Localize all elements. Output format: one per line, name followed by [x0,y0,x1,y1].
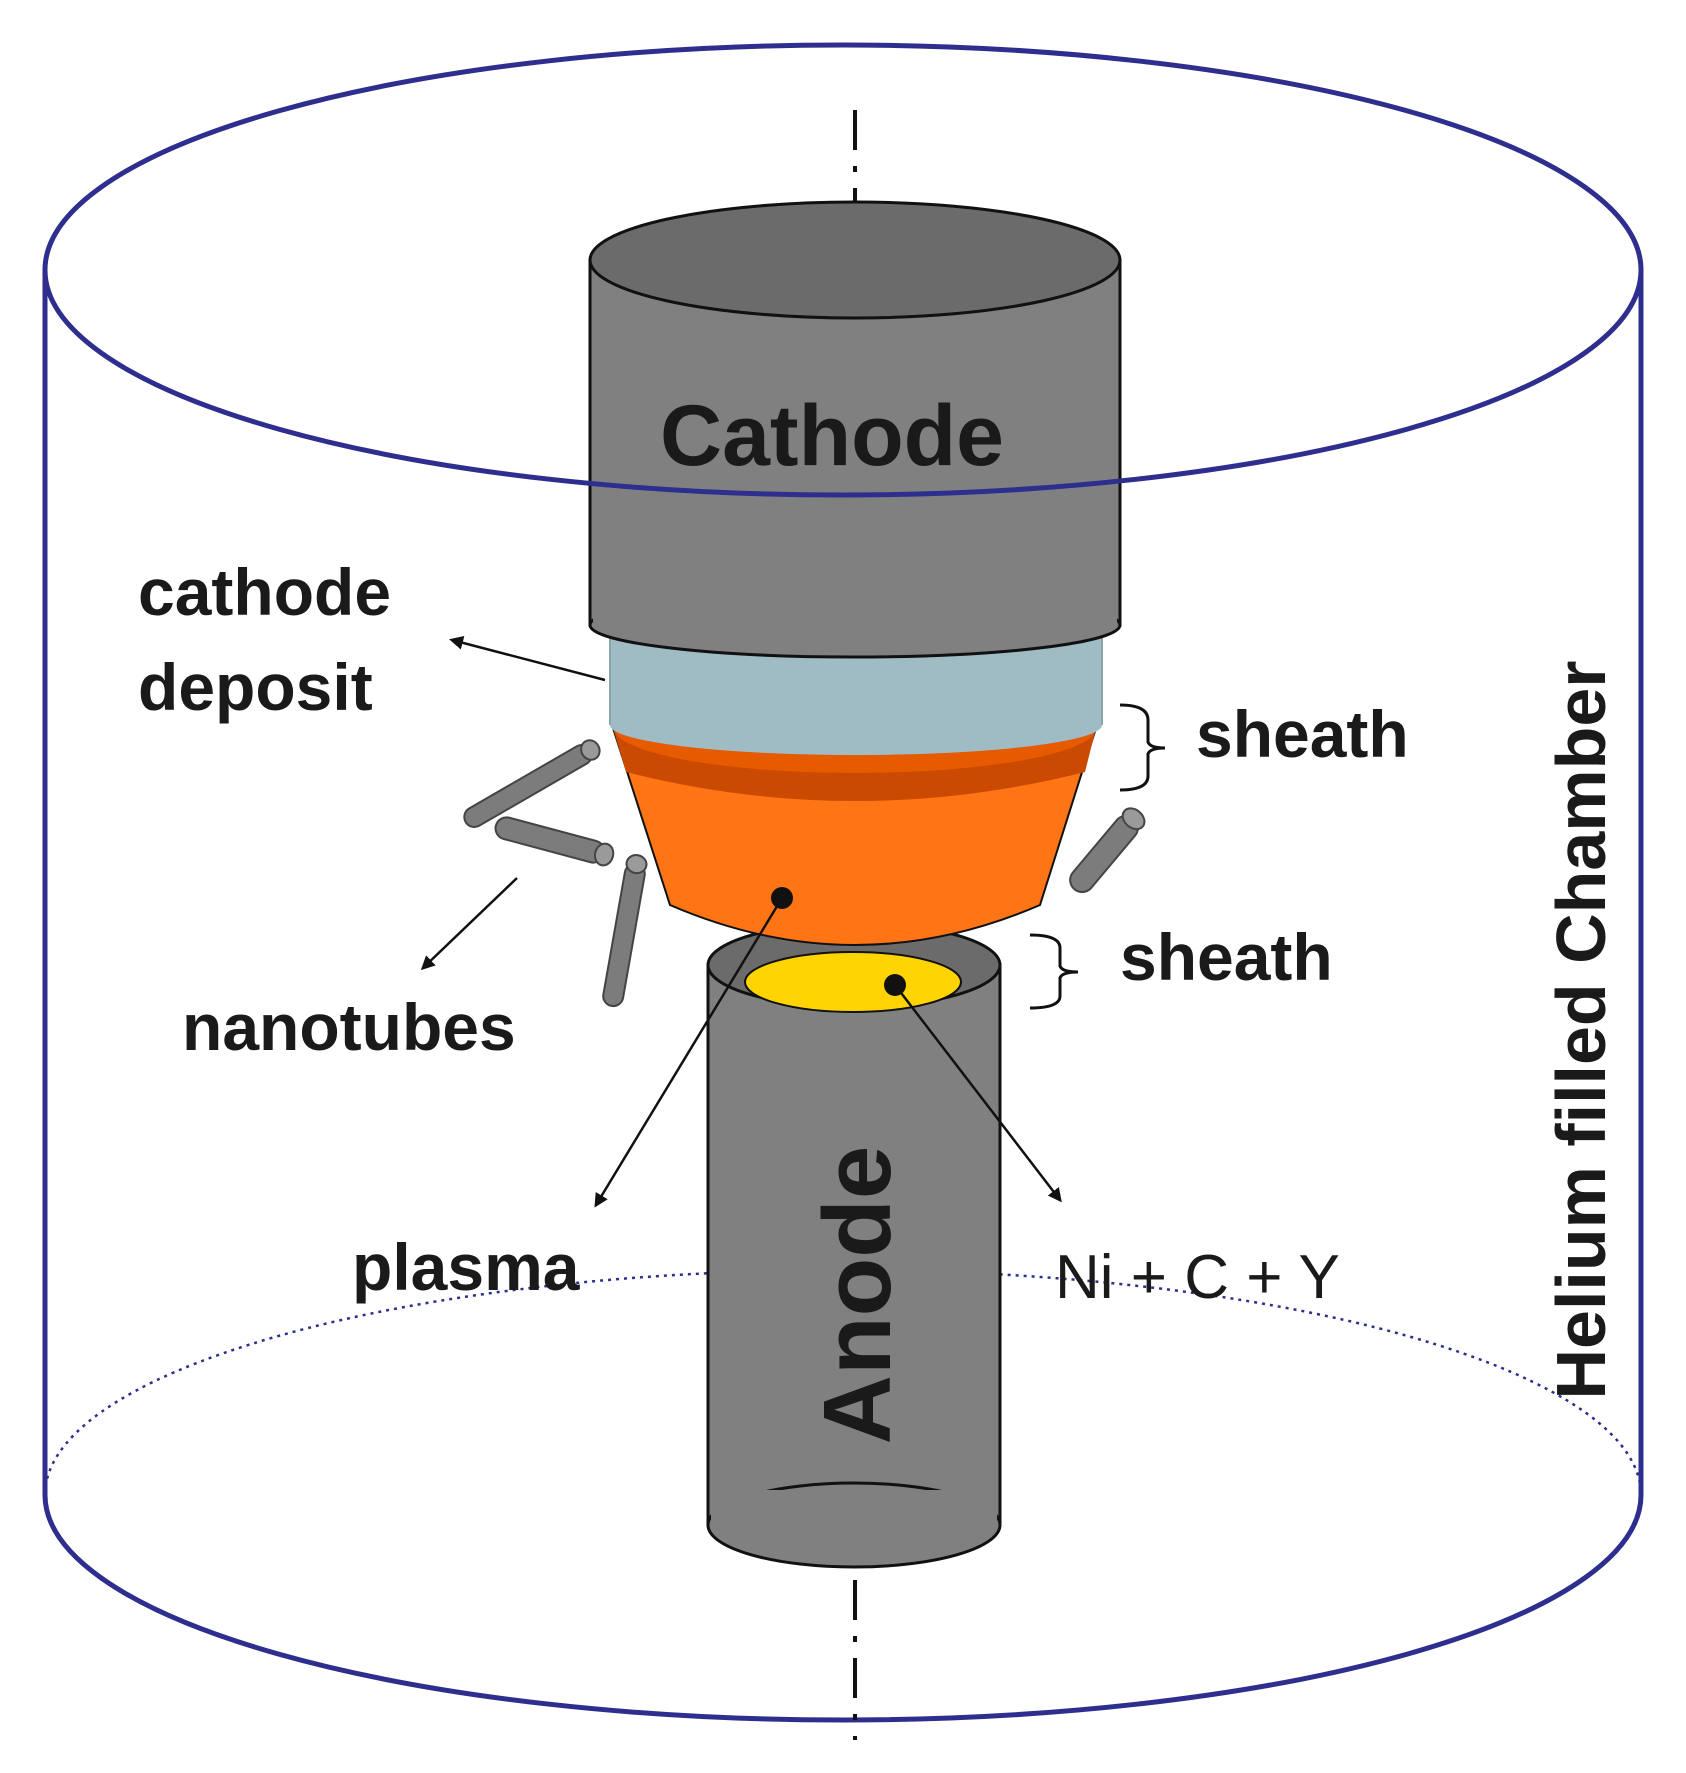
anode-material-label: Ni + C + Y [1055,1243,1340,1312]
chamber-top [42,42,1644,498]
cathode-deposit-label-line2: deposit [138,650,373,724]
nanotubes-label: nanotubes [182,990,516,1064]
plasma-arrow [594,897,784,1208]
nanotube [494,816,615,867]
anode-label: Anode [804,1146,911,1445]
cathode-top [588,200,1122,320]
chamber-bottom-front [42,1494,1644,1723]
nanotubes-group [463,739,1146,1008]
nanotube [463,739,601,828]
cathode-deposit-arrow [449,636,606,682]
sheath-upper-label: sheath [1196,697,1409,771]
cathode-deposit-label-line1: cathode [138,555,391,629]
sheath-lower-label: sheath [1120,920,1333,994]
cathode: Cathode [588,200,1122,659]
sheath-upper-bracket [1119,703,1166,792]
anode-spot [744,951,962,1013]
sheath-lower-bracket [1029,933,1079,1010]
nanotubes-arrow [420,877,518,971]
plasma-label: plasma [352,1230,581,1304]
cathode-body [588,258,1122,627]
nanotube [1069,807,1146,894]
chamber-label: Helium filled Chamber [1542,660,1620,1399]
nanotube [602,854,648,1008]
anode: Anode [706,921,1002,1569]
anode-material-arrow [894,984,1062,1203]
cathode-label: Cathode [660,388,1004,484]
